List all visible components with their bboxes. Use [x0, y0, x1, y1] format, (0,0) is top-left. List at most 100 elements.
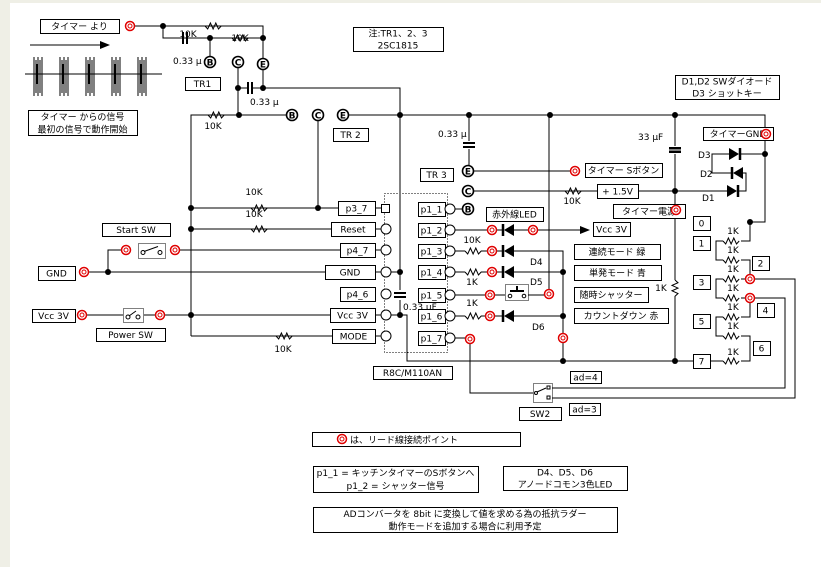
junction-dot: [397, 312, 403, 318]
timer-1-5v-label: + 1.5V: [597, 184, 639, 199]
resistor-symbol: [207, 110, 225, 120]
ladder-tap-5-frame: [693, 314, 711, 329]
ladder-tap-7-frame: [693, 354, 711, 369]
lead-connection-point-icon: [744, 292, 756, 304]
signal-pulse: [111, 57, 121, 96]
junction-dot: [747, 219, 753, 225]
timer-gnd-label: タイマーGND: [703, 127, 774, 141]
tr2-label-label: TR 2: [339, 131, 360, 141]
switch-frame: [533, 383, 553, 403]
resistor-symbol: [670, 279, 680, 297]
tr1-label: TR1: [185, 77, 221, 91]
wire: [135, 25, 264, 58]
ladder-tap-0-label: 0: [699, 220, 705, 230]
transistor-terminal-collector: C: [461, 184, 475, 198]
lead-point-inner: [560, 335, 566, 341]
pin-pad: [444, 332, 456, 344]
terminal-ring: [461, 164, 475, 178]
chip-pin-p1-7-label: p1_7: [421, 335, 443, 345]
chip-pin-p1-7: p1_7: [418, 331, 446, 346]
resistor-symbol: [275, 331, 293, 341]
ad3-label-label: ad=3: [572, 406, 597, 416]
wire: [741, 259, 751, 275]
lead-point-outer: [543, 288, 555, 300]
resistor-value-label: 1K: [727, 246, 740, 256]
chip-pin-p1-5-label: p1_5: [421, 292, 443, 302]
switch-contact: [546, 385, 551, 390]
junction-dot: [672, 112, 678, 118]
ladder-tap-2-frame: [752, 256, 770, 271]
resistor-value-label: 10K: [231, 34, 249, 44]
led-vcc-label-frame: [593, 222, 631, 237]
pin-pad: [444, 266, 456, 278]
resistor-symbol: [464, 311, 482, 321]
terminal-ring: [336, 108, 350, 122]
lead-connection-point-icon: [336, 433, 348, 445]
pin-pad: [380, 244, 392, 256]
lead-point-outer: [527, 224, 539, 236]
chip-pin-p1-4: p1_4: [418, 265, 446, 280]
power-sw-label: Power SW: [96, 328, 166, 342]
junction-dot: [236, 112, 242, 118]
junction-dot: [547, 112, 553, 118]
capacitor-value-label: 0.33 μ: [438, 130, 467, 140]
start-sw-label: Start SW: [102, 223, 171, 237]
transistor-terminal-collector: C: [311, 108, 325, 122]
sw2-label-frame: [519, 407, 562, 421]
chip-pin-p4_6-label: p4_6: [347, 291, 369, 301]
transistor-terminal-base: B: [285, 108, 299, 122]
ladder-tap-1: 1: [693, 236, 711, 251]
chip-pin-gnd: GND: [325, 265, 376, 280]
lead-point-inner: [157, 312, 163, 318]
ladder-tap-6-label: 6: [759, 345, 765, 355]
resistor-value-label: 1K: [727, 227, 740, 237]
terminal-letter: B: [289, 112, 296, 122]
switch-contact: [157, 250, 163, 255]
lead-connection-point-icon: [744, 273, 756, 285]
pin-pad: [444, 245, 456, 257]
transistor-note-label: 注:TR1、2、3: [369, 28, 428, 40]
resistor-symbol: [722, 236, 740, 246]
diode-label-d5: D5: [530, 278, 543, 288]
junction-dot: [466, 112, 472, 118]
transistor-note-label: 2SC1815: [378, 42, 419, 52]
chip-pin-p1-3-label: p1_3: [421, 248, 443, 258]
lead-point-outer: [744, 292, 756, 304]
resistor-value-label: 1K: [727, 348, 740, 358]
wire: [513, 250, 564, 334]
pin-pad: [444, 289, 456, 301]
junction-dot: [762, 151, 768, 157]
diode-symbol: [729, 148, 742, 160]
wire: [715, 240, 723, 261]
diode-label-d4: D4: [530, 258, 543, 268]
sw2-label-label: SW2: [530, 410, 550, 420]
resistor-symbol: [722, 293, 740, 303]
capacitor-value-label: 33 μF: [638, 133, 663, 143]
lead-connection-point-icon: [76, 309, 88, 321]
junction-dot: [397, 112, 403, 118]
junction-dot: [235, 85, 241, 91]
pin-pad: [444, 224, 456, 236]
lead-point-inner: [530, 227, 536, 233]
lead-point-inner: [489, 248, 495, 254]
lead-point-inner: [339, 436, 345, 442]
ladder-tap-6: 6: [753, 341, 771, 356]
diode-triangle: [504, 266, 514, 278]
lead-point-inner: [673, 207, 679, 213]
mode-label-2: 単発モード 青: [574, 265, 662, 281]
diode-symbol: [501, 266, 514, 278]
start-sw-label-frame: [102, 223, 171, 237]
ladder-tap-0-frame: [693, 216, 711, 231]
lead-point-inner: [487, 313, 493, 319]
resistor-symbol: [250, 203, 268, 213]
transistor-terminal-base: B: [203, 55, 217, 69]
switch-contact: [125, 314, 131, 320]
junction-dot: [260, 85, 266, 91]
signal-note-label: 最初の信号で動作開始: [37, 123, 127, 135]
resistor-symbol: [722, 274, 740, 284]
terminal-letter: C: [315, 112, 322, 122]
chip-name-label: R8C/M110AN: [373, 366, 453, 380]
lead-point-inner: [487, 292, 493, 298]
ladder-tap-0: 0: [693, 216, 711, 231]
